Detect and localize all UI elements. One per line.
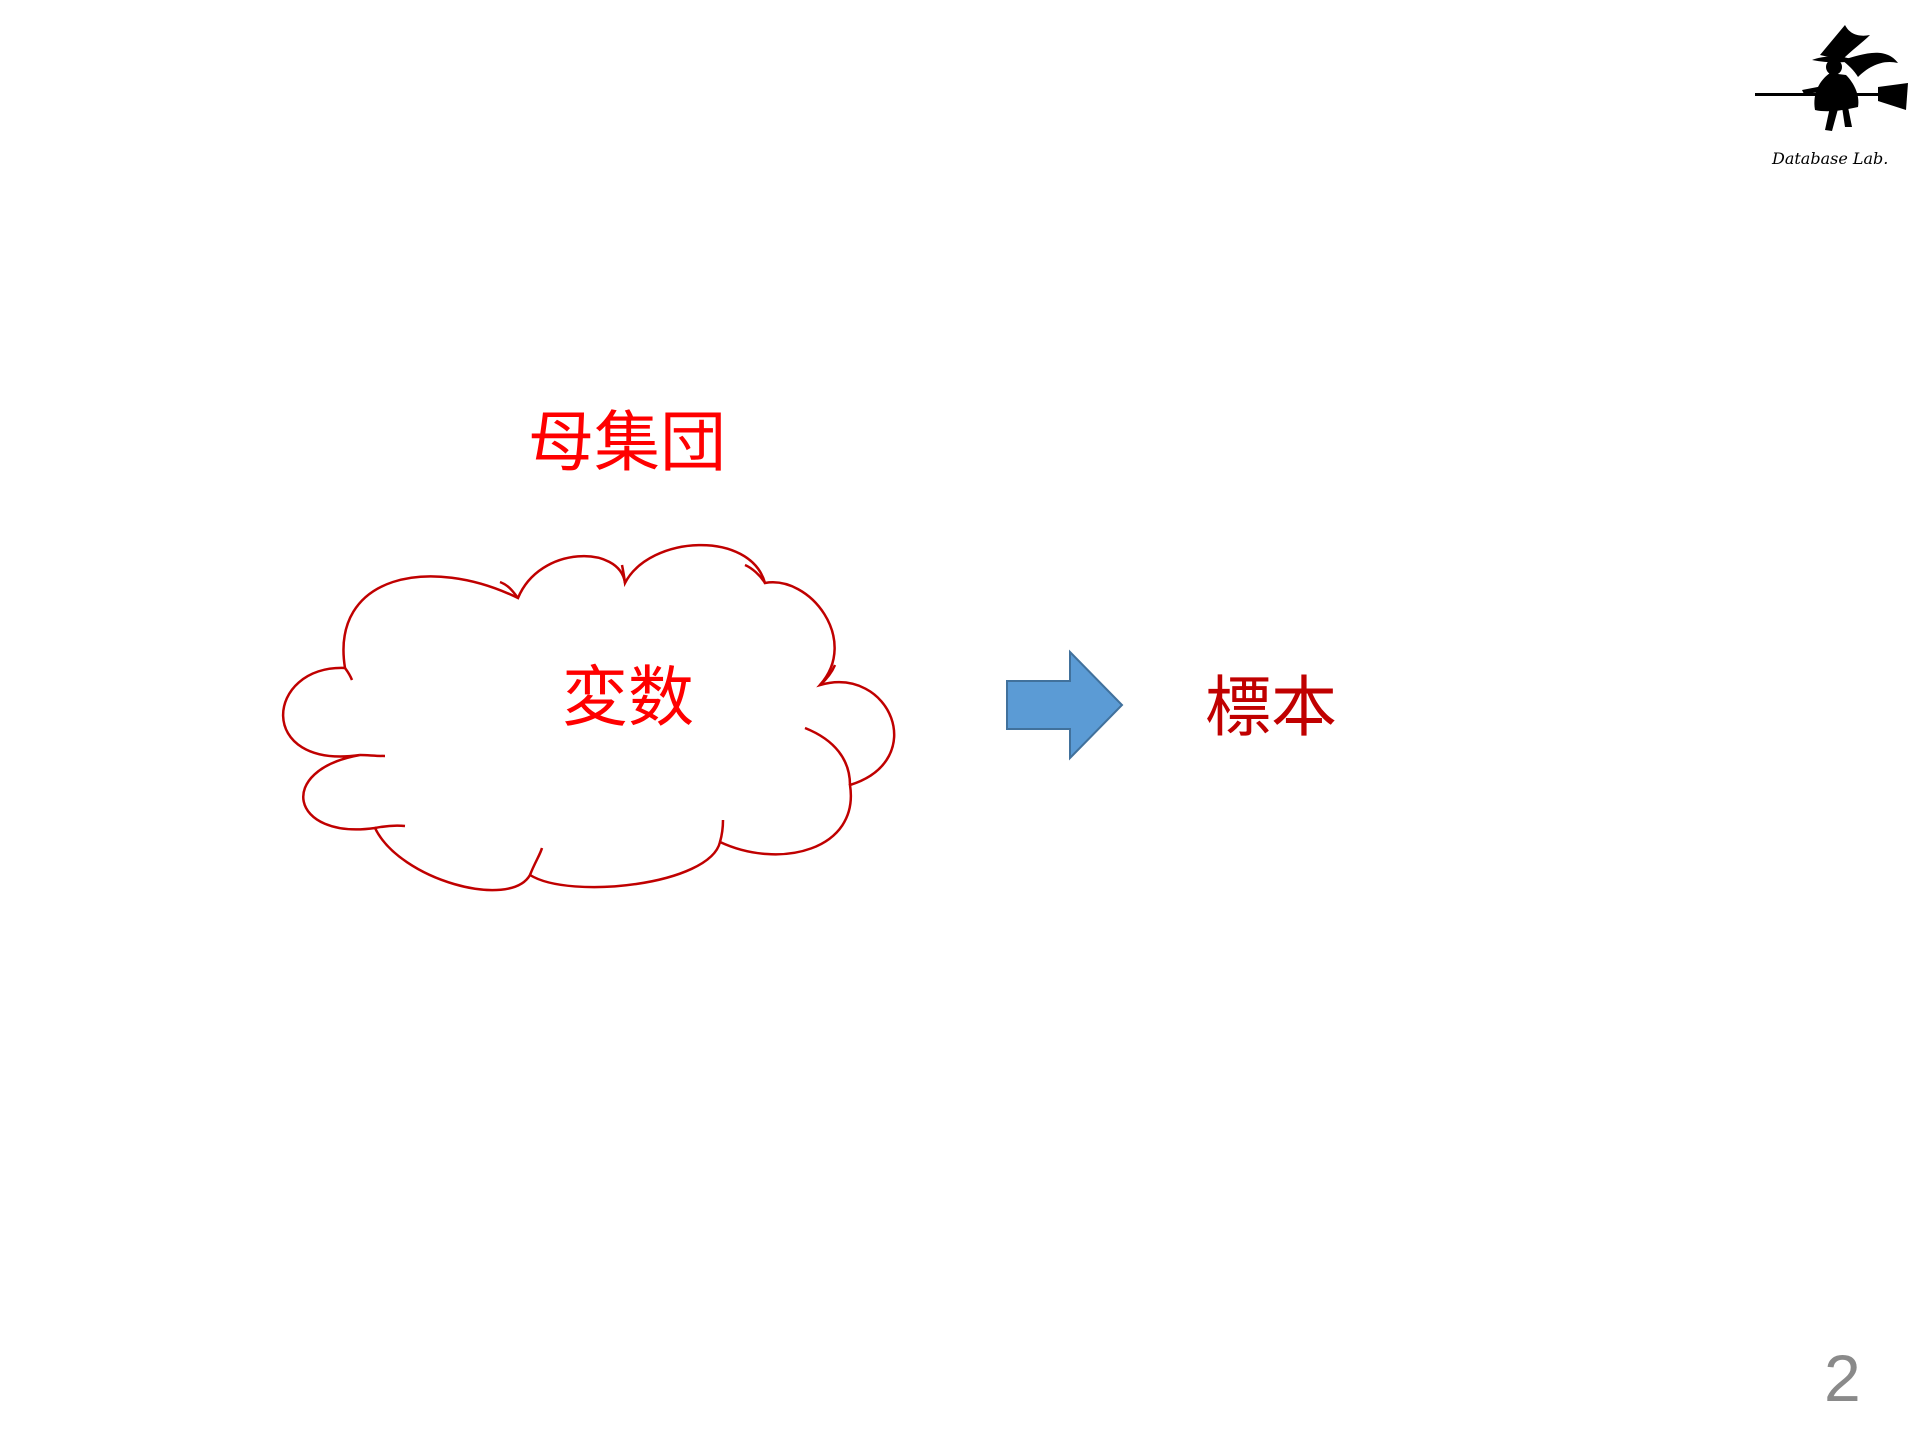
sample-label: 標本 — [1205, 669, 1337, 746]
witch-on-broom-icon — [1755, 25, 1908, 131]
variable-label: 変数 — [562, 659, 694, 736]
right-arrow-icon — [1006, 649, 1124, 761]
logo-text: Database Lab. — [1772, 149, 1889, 168]
page-number: 2 — [1824, 1341, 1861, 1415]
population-label: 母集団 — [528, 404, 726, 481]
